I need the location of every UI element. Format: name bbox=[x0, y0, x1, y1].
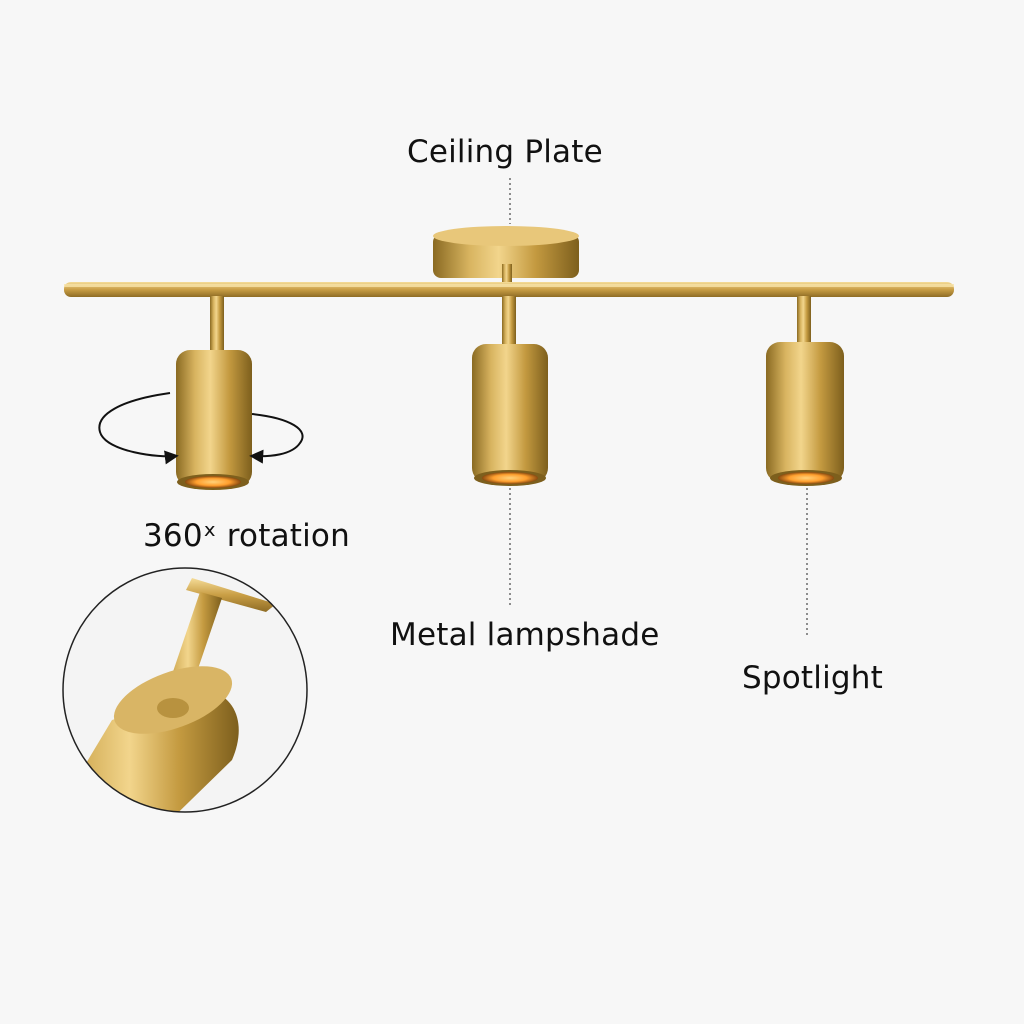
metal-lampshade-label: Metal lampshade bbox=[390, 617, 660, 653]
joint-detail-zoom bbox=[62, 567, 308, 813]
ceiling-plate-label: Ceiling Plate bbox=[407, 134, 603, 170]
spotlight-right bbox=[766, 296, 844, 486]
mounting-bar bbox=[64, 282, 954, 297]
spotlight-label: Spotlight bbox=[742, 660, 883, 696]
spotlight-center bbox=[472, 296, 548, 486]
rotation-label: 360ˣ rotation bbox=[143, 518, 350, 554]
spotlight-left bbox=[176, 296, 252, 490]
rotation-arrow-icon bbox=[98, 392, 304, 465]
ceiling-plate bbox=[433, 226, 579, 286]
